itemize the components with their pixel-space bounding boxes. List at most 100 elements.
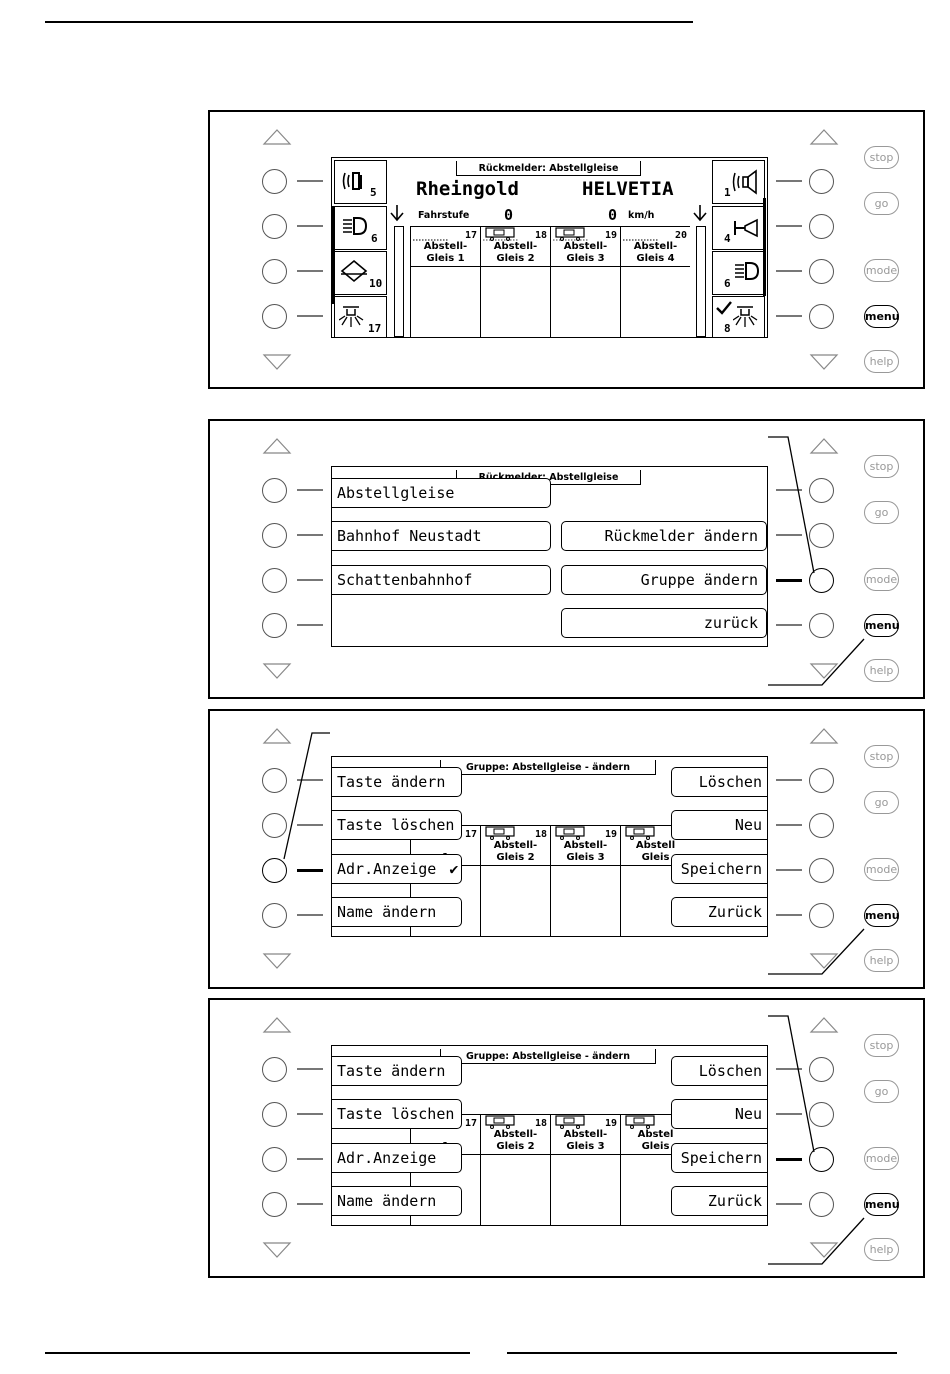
neu-button[interactable]: Neu xyxy=(671,810,767,840)
softkey-right-1[interactable] xyxy=(809,169,834,194)
softkey-right-4[interactable] xyxy=(809,613,834,638)
menu-button[interactable]: menu xyxy=(864,614,900,637)
taste-loeschen-button[interactable]: Taste löschen xyxy=(332,1099,462,1129)
menu-button[interactable]: menu xyxy=(864,1193,900,1216)
go-button[interactable]: go xyxy=(864,791,899,814)
softkey-left-2[interactable] xyxy=(262,1102,287,1127)
softkey-left-2[interactable] xyxy=(262,813,287,838)
name-aendern-button[interactable]: Name ändern xyxy=(332,1186,462,1216)
menu-item-bahnhof-neustadt[interactable]: Bahnhof Neustadt xyxy=(332,521,551,551)
stop-button[interactable]: stop xyxy=(864,1034,899,1057)
softkey-left-2[interactable] xyxy=(262,523,287,548)
adr-anzeige-button[interactable]: Adr.Anzeige xyxy=(332,1143,462,1173)
softkey-right-2[interactable] xyxy=(809,523,834,548)
softkey-right-3-pressed[interactable] xyxy=(809,1147,834,1172)
softkey-left-1[interactable] xyxy=(262,478,287,503)
function-tab-left-2[interactable]: 6 xyxy=(334,206,387,250)
menu-button[interactable]: menu xyxy=(864,904,900,927)
softkey-left-1[interactable] xyxy=(262,768,287,793)
softkey-right-1[interactable] xyxy=(809,478,834,503)
help-button[interactable]: help xyxy=(864,1238,899,1261)
softkey-right-4[interactable] xyxy=(809,903,834,928)
softkey-right-4[interactable] xyxy=(809,1192,834,1217)
scroll-up-left-icon[interactable] xyxy=(262,128,292,146)
mode-button[interactable]: mode xyxy=(864,259,899,282)
help-button[interactable]: help xyxy=(864,949,899,972)
softkey-right-3[interactable] xyxy=(809,858,834,883)
softkey-left-3[interactable] xyxy=(262,1147,287,1172)
softkey-right-3-pressed[interactable] xyxy=(809,568,834,593)
stop-button[interactable]: stop xyxy=(864,146,899,169)
softkey-right-2[interactable] xyxy=(809,1102,834,1127)
scroll-down-right-icon[interactable] xyxy=(809,1241,839,1259)
go-button[interactable]: go xyxy=(864,1080,899,1103)
zurueck-button[interactable]: Zurück xyxy=(671,1186,767,1216)
speichern-button[interactable]: Speichern xyxy=(671,854,767,884)
loeschen-button[interactable]: Löschen xyxy=(671,1056,767,1086)
help-button[interactable]: help xyxy=(864,350,899,373)
stop-button[interactable]: stop xyxy=(864,455,899,478)
mode-button[interactable]: mode xyxy=(864,1147,899,1170)
softkey-left-3-pressed[interactable] xyxy=(262,858,287,883)
zurueck-button[interactable]: Zurück xyxy=(671,897,767,927)
scroll-up-right-icon[interactable] xyxy=(809,128,839,146)
softkey-right-2[interactable] xyxy=(809,214,834,239)
scroll-down-left-icon[interactable] xyxy=(262,952,292,970)
softkey-right-4[interactable] xyxy=(809,304,834,329)
loeschen-button[interactable]: Löschen xyxy=(671,767,767,797)
menu-item-abstellgleise[interactable]: Abstellgleise xyxy=(332,478,551,508)
function-tab-right-2[interactable]: 4 xyxy=(712,206,765,250)
softkey-left-3[interactable] xyxy=(262,259,287,284)
function-tab-left-4[interactable]: 17 xyxy=(334,296,387,337)
name-aendern-button[interactable]: Name ändern xyxy=(332,897,462,927)
help-button[interactable]: help xyxy=(864,659,899,682)
function-tab-right-1[interactable]: 1 xyxy=(712,160,765,204)
softkey-left-4[interactable] xyxy=(262,1192,287,1217)
mode-button[interactable]: mode xyxy=(864,568,899,591)
go-button[interactable]: go xyxy=(864,192,899,215)
scroll-up-left-icon[interactable] xyxy=(262,1016,292,1034)
function-tab-right-3[interactable]: 6 xyxy=(712,251,765,295)
softkey-left-4[interactable] xyxy=(262,304,287,329)
scroll-down-left-icon[interactable] xyxy=(262,1241,292,1259)
softkey-right-1[interactable] xyxy=(809,1057,834,1082)
softkey-left-1[interactable] xyxy=(262,1057,287,1082)
scroll-up-left-icon[interactable] xyxy=(262,727,292,745)
adr-anzeige-button[interactable]: Adr.Anzeige ✔ xyxy=(332,854,462,884)
softkey-left-2[interactable] xyxy=(262,214,287,239)
taste-aendern-button[interactable]: Taste ändern xyxy=(332,767,462,797)
neu-button[interactable]: Neu xyxy=(671,1099,767,1129)
function-tab-right-4[interactable]: 8 xyxy=(712,296,765,337)
softkey-left-4[interactable] xyxy=(262,903,287,928)
active-tab-marker xyxy=(332,206,335,304)
scroll-down-right-icon[interactable] xyxy=(809,662,839,680)
scroll-down-right-icon[interactable] xyxy=(809,353,839,371)
scroll-down-left-icon[interactable] xyxy=(262,353,292,371)
softkey-left-1[interactable] xyxy=(262,169,287,194)
speichern-button[interactable]: Speichern xyxy=(671,1143,767,1173)
scroll-down-left-icon[interactable] xyxy=(262,662,292,680)
softkey-right-3[interactable] xyxy=(809,259,834,284)
softkey-right-1[interactable] xyxy=(809,768,834,793)
scroll-up-left-icon[interactable] xyxy=(262,437,292,455)
menu-button[interactable]: menu xyxy=(864,305,900,328)
menu-item-schattenbahnhof[interactable]: Schattenbahnhof xyxy=(332,565,551,595)
function-tab-left-1[interactable]: 5 xyxy=(334,160,387,204)
scroll-up-right-icon[interactable] xyxy=(809,437,839,455)
softkey-left-3[interactable] xyxy=(262,568,287,593)
scroll-up-right-icon[interactable] xyxy=(809,1016,839,1034)
taste-loeschen-button[interactable]: Taste löschen xyxy=(332,810,462,840)
taste-aendern-button[interactable]: Taste ändern xyxy=(332,1056,462,1086)
track-divider xyxy=(621,266,690,267)
gruppe-aendern-button[interactable]: Gruppe ändern xyxy=(561,565,767,595)
softkey-right-2[interactable] xyxy=(809,813,834,838)
go-button[interactable]: go xyxy=(864,501,899,524)
scroll-down-right-icon[interactable] xyxy=(809,952,839,970)
function-tab-left-3[interactable]: 10 xyxy=(334,251,387,295)
zurueck-button[interactable]: zurück xyxy=(561,608,767,638)
stop-button[interactable]: stop xyxy=(864,745,899,768)
rueckmelder-aendern-button[interactable]: Rückmelder ändern xyxy=(561,521,767,551)
scroll-up-right-icon[interactable] xyxy=(809,727,839,745)
mode-button[interactable]: mode xyxy=(864,858,899,881)
softkey-left-4[interactable] xyxy=(262,613,287,638)
